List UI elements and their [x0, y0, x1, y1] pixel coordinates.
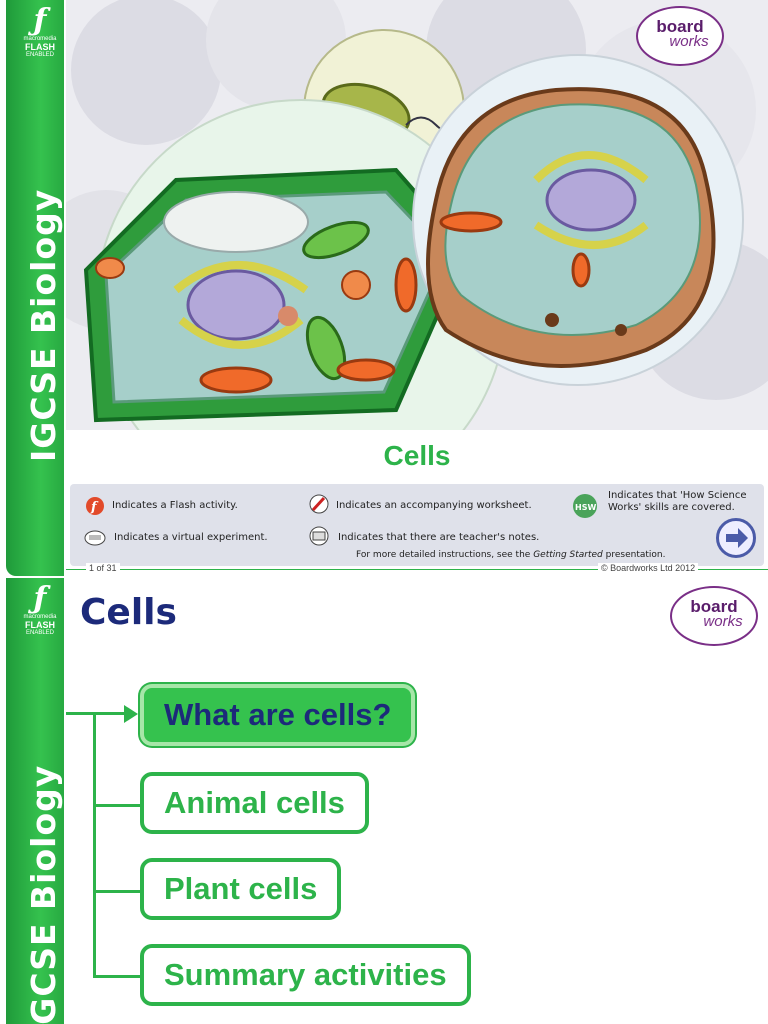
menu-item-animal-cells[interactable]: Animal cells — [140, 772, 369, 834]
sidebar: ƒ macromedia FLASH ENABLED IGCSE Biology — [6, 0, 64, 576]
menu-connector — [93, 890, 141, 893]
instructions-note: For more detailed instructions, see the … — [356, 550, 666, 560]
cell-illustration: board works — [66, 0, 768, 430]
slide-title: Cells — [80, 592, 177, 633]
worksheet-icon — [308, 494, 330, 514]
cell-illustration-icon — [66, 0, 768, 430]
arrow-right-icon — [726, 528, 748, 548]
flash-f-icon: ƒ — [33, 3, 47, 38]
arrow-right-icon — [124, 705, 138, 723]
legend-notes: Indicates that there are teacher's notes… — [338, 532, 540, 543]
flash-activity-icon: f — [84, 496, 106, 516]
next-slide-button[interactable] — [716, 518, 756, 558]
flash-logo: ƒ macromedia FLASH ENABLED — [14, 584, 66, 637]
flash-logo: ƒ macromedia FLASH ENABLED — [14, 6, 66, 59]
legend-virtual: Indicates a virtual experiment. — [114, 532, 268, 543]
sidebar-label: IGCSE Biology — [24, 188, 63, 462]
legend-worksheet: Indicates an accompanying worksheet. — [336, 500, 532, 511]
menu-slide: ƒ macromedia FLASH ENABLED IGCSE Biology… — [0, 578, 768, 1024]
legend-hsw: Indicates that 'How Science Works' skill… — [608, 490, 747, 513]
menu-item-plant-cells[interactable]: Plant cells — [140, 858, 342, 920]
virtual-experiment-icon — [84, 528, 106, 548]
teacher-notes-icon — [308, 526, 330, 546]
icon-legend: f Indicates a Flash activity. Indicates … — [70, 484, 764, 566]
menu-connector — [93, 975, 141, 978]
slide-title: Cells — [383, 440, 451, 471]
how-science-works-icon: HSW — [570, 492, 600, 520]
title-slide: ƒ macromedia FLASH ENABLED IGCSE Biology — [6, 0, 768, 576]
menu-item-what-are-cells[interactable]: What are cells? — [140, 684, 416, 746]
footer-line — [66, 569, 768, 570]
svg-text:HSW: HSW — [575, 503, 596, 512]
sidebar: ƒ macromedia FLASH ENABLED IGCSE Biology — [6, 578, 64, 1024]
menu-connector — [93, 804, 141, 807]
flash-f-icon: ƒ — [33, 581, 47, 616]
svg-text:f: f — [90, 500, 99, 515]
page-number: 1 of 31 — [86, 563, 120, 573]
menu-connector — [66, 712, 126, 715]
legend-flash: Indicates a Flash activity. — [112, 500, 238, 511]
sidebar-label: IGCSE Biology — [24, 764, 63, 1024]
boardworks-logo: board works — [636, 6, 724, 66]
boardworks-logo: board works — [670, 586, 758, 646]
getting-started-link[interactable]: Getting Started — [533, 550, 603, 560]
copyright: © Boardworks Ltd 2012 — [598, 563, 699, 573]
menu-item-summary-activities[interactable]: Summary activities — [140, 944, 471, 1006]
menu-tree-line — [93, 714, 96, 976]
